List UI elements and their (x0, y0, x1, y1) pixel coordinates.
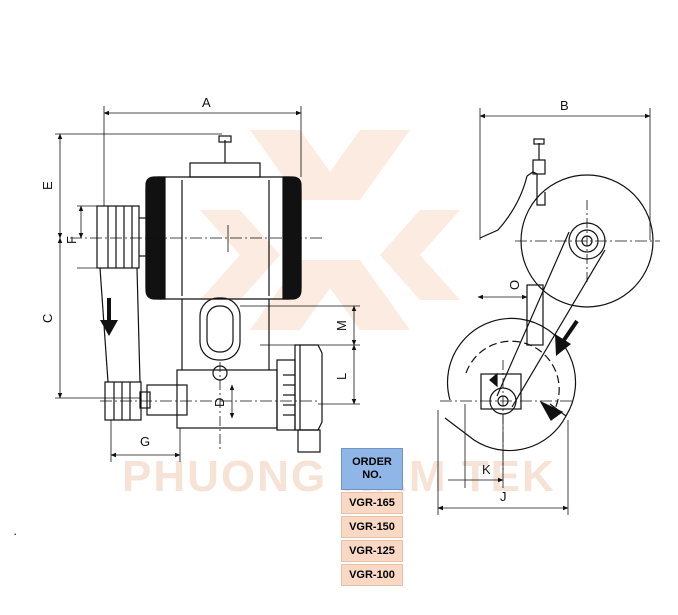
dim-label-d: D (212, 398, 227, 407)
watermark-logo (200, 130, 460, 330)
dim-label-g: G (140, 434, 150, 449)
watermark-text: PHUONG NAM TEK (122, 452, 556, 501)
dim-label-e: E (40, 181, 55, 190)
stray-dot: · (13, 526, 17, 541)
rotation-arrow-right (555, 319, 579, 356)
dim-label-o: O (507, 280, 522, 290)
dim-label-a: A (202, 95, 211, 110)
right-dimensions (437, 108, 651, 515)
order-model-vgr-100: VGR-100 (341, 564, 403, 586)
order-model-vgr-125: VGR-125 (341, 540, 403, 562)
left-dimensions (55, 106, 360, 462)
dim-label-j: J (500, 489, 507, 504)
dim-label-c: C (40, 314, 55, 323)
dim-label-m: M (334, 320, 349, 331)
left-view (70, 135, 325, 453)
right-view (440, 138, 660, 470)
order-model-vgr-165: VGR-165 (341, 492, 403, 514)
order-model-vgr-150: VGR-150 (341, 516, 403, 538)
dim-label-l: L (334, 373, 349, 380)
rotation-arrow-left (100, 298, 118, 336)
dim-label-f: F (64, 236, 79, 244)
dim-label-b: B (560, 98, 569, 113)
dim-label-k: K (482, 462, 491, 477)
